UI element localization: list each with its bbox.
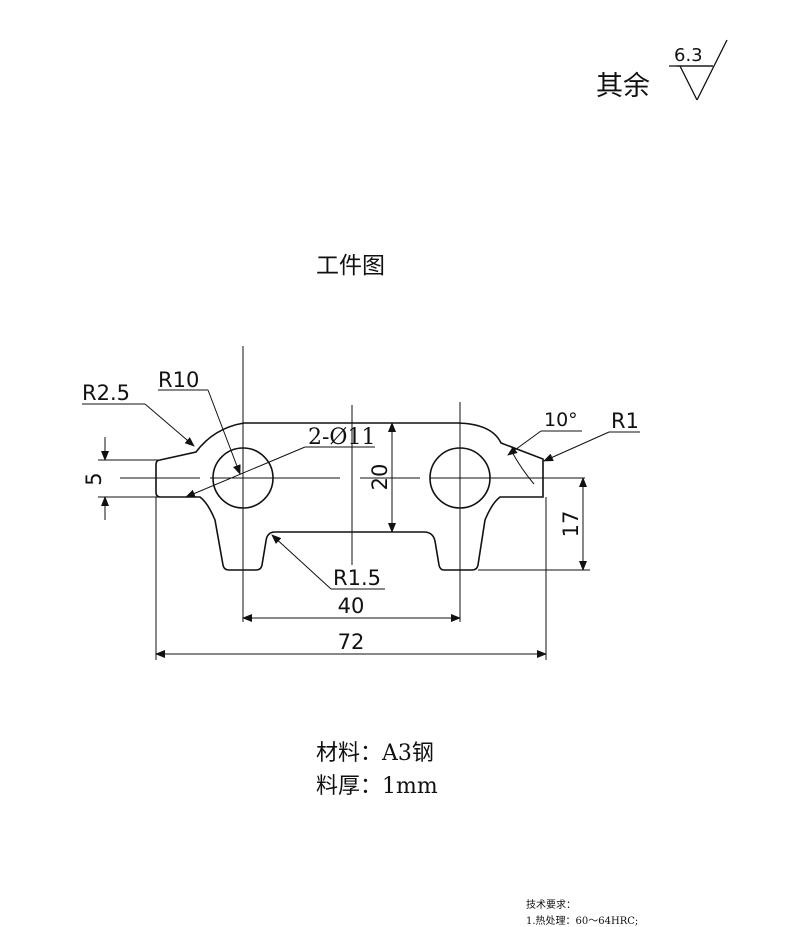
tech-requirement-item: 1.热处理：60～64HRC; (526, 916, 639, 927)
dim-5-label: 5 (82, 472, 106, 485)
dim-17-lines (478, 477, 590, 571)
angle-label: 10° (544, 409, 578, 431)
r2-5-label: R2.5 (82, 381, 130, 405)
dim-20-lines (388, 422, 396, 533)
roughness-symbol (669, 39, 728, 101)
drawing-title: 工件图 (316, 253, 385, 279)
roughness-prefix-label: 其余 (596, 71, 650, 102)
dim-72-label: 72 (338, 630, 365, 654)
dim-17-label: 17 (559, 511, 583, 538)
r10-label: R10 (158, 368, 199, 392)
leader-lines (82, 389, 640, 590)
thickness-note: 料厚：1mm (316, 774, 438, 799)
r1-label: R1 (611, 409, 639, 433)
dim-20-label: 20 (368, 464, 392, 491)
dim-72-lines (155, 497, 547, 660)
holes-label: 2-Ø11 (308, 425, 375, 450)
r1-5-label: R1.5 (333, 566, 381, 590)
tech-requirements-title: 技术要求： (526, 900, 576, 911)
roughness-value: 6.3 (674, 45, 703, 66)
dim-5-lines (98, 437, 158, 520)
material-note: 材料：A3钢 (316, 741, 434, 766)
dim-40-label: 40 (338, 594, 365, 618)
